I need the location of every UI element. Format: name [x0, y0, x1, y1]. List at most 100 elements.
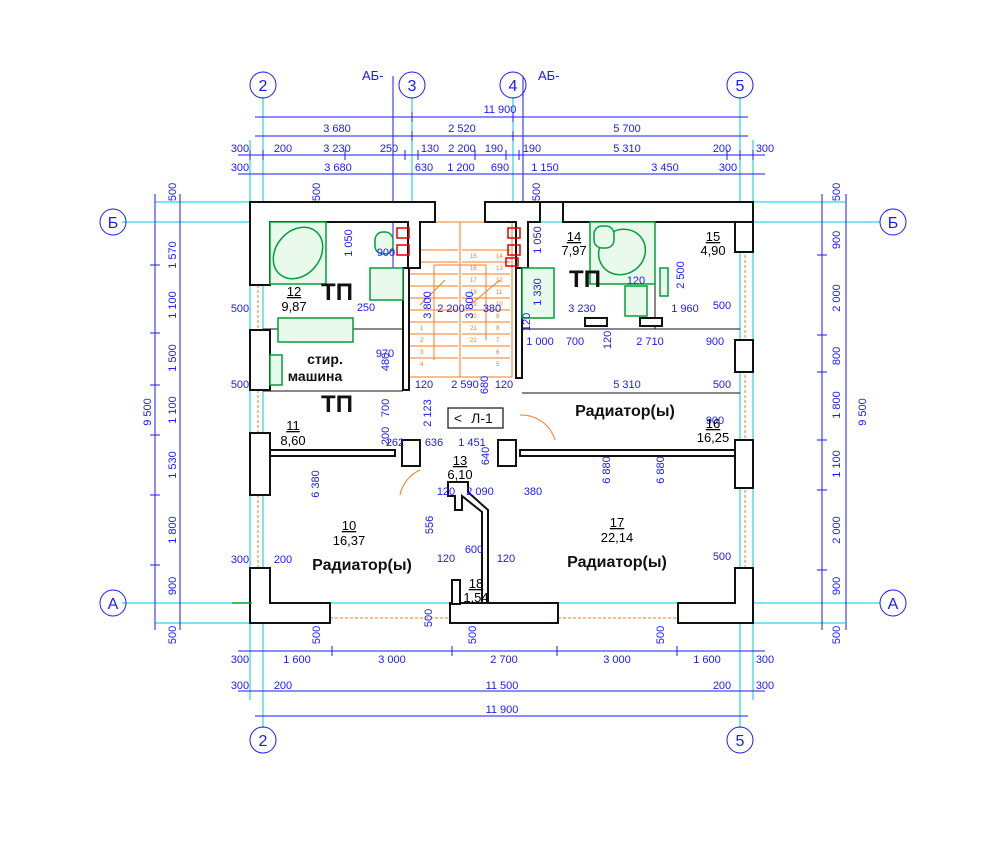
dim-inner-48: 1 451: [458, 437, 486, 449]
stair-num-14: 1: [420, 326, 424, 332]
dim-right-7: 2 000: [831, 516, 843, 544]
dim-bottom-row1-3: 3 000: [378, 654, 406, 666]
staircase: 14 13 12 11 10 9 8 7 6 5 4 3 2 1 15 16 1…: [407, 221, 513, 378]
dim-bottom-row1-6: 1 600: [693, 654, 721, 666]
dim-top-row3-1: 300: [231, 143, 249, 155]
shower-left: [369, 267, 404, 301]
dim-inner-52: 6 880: [655, 456, 667, 484]
dim-bottom-row2-4: 200: [713, 680, 731, 692]
axis-label-left-b: Б: [108, 215, 119, 232]
dim-top-row4-3: 630: [415, 162, 433, 174]
dim-inner-9: 500: [655, 626, 667, 644]
top-dimensions: 11 900 3 680 2 520 5 700 300 200 3 230 2…: [231, 104, 774, 174]
dim-inner-8: 500: [467, 626, 479, 644]
wall-partition-v-1: [402, 267, 410, 391]
dim-inner-49: 640: [480, 447, 492, 465]
dim-top-row4-4: 1 200: [447, 162, 475, 174]
dim-left-1: 500: [167, 183, 179, 201]
dim-inner-33: 700: [566, 336, 584, 348]
sink-bath-right: [624, 285, 648, 317]
dim-inner-21: 3 800: [422, 291, 434, 319]
dim-inner-30: 120: [627, 275, 645, 287]
dim-bottom-row1-1: 300: [231, 654, 249, 666]
room-14-number: 14: [567, 229, 581, 244]
dim-top-row4-6: 1 150: [531, 162, 559, 174]
dim-inner-45: 200: [380, 427, 392, 445]
dim-inner-34: 120: [602, 331, 614, 349]
dimension-lines: [150, 76, 847, 717]
wall-bottom-left: [249, 567, 331, 624]
dim-bottom-total: 11 900: [486, 704, 519, 716]
dim-right-3: 2 000: [831, 284, 843, 312]
stair-num-7: 8: [496, 326, 500, 332]
wall-bottom-center: [449, 602, 559, 624]
shower-right: [521, 267, 555, 319]
dim-inner-4: 300: [231, 554, 249, 566]
room-10-number: 10: [342, 518, 356, 533]
stair-num-5: 10: [496, 302, 503, 308]
dim-inner-14: 500: [713, 379, 731, 391]
section-mark-right: АБ-: [538, 68, 560, 83]
dim-inner-7: 500: [423, 609, 435, 627]
axis-label-bottom-5: 5: [736, 733, 745, 750]
stair-num-4: 11: [496, 290, 503, 296]
stair-num-17: 17: [470, 278, 477, 284]
stair-num-2: 13: [496, 266, 503, 272]
dim-left-2: 1 570: [167, 241, 179, 269]
room-14-area: 7,97: [561, 243, 586, 258]
stair-num-15: 15: [470, 254, 477, 260]
dim-inner-40: 680: [479, 376, 491, 394]
stair-num-9: 6: [496, 350, 500, 356]
fixtures: [232, 221, 669, 604]
wall-bottom-right: [677, 567, 754, 624]
dim-right-8: 900: [831, 577, 843, 595]
dim-top-row3-8: 190: [523, 143, 541, 155]
dim-inner-50: 6 380: [310, 470, 322, 498]
room-11-area: 8,60: [280, 433, 305, 448]
dim-inner-55: 380: [524, 486, 542, 498]
right-dimensions: 500 900 2 000 800 1 800 1 100 2 000 900 …: [831, 183, 869, 644]
wall-vestibule: [447, 481, 489, 604]
dim-top-row2-3: 5 700: [613, 123, 641, 135]
stair-num-18: 18: [470, 290, 477, 296]
dim-bottom-row2-1: 300: [231, 680, 249, 692]
wall-partition-v-6: [497, 439, 517, 467]
dim-inner-46: 262: [386, 437, 404, 449]
section-mark-left: АБ-: [362, 68, 384, 83]
dim-top-row3-4: 250: [380, 143, 398, 155]
room-16-area: 16,25: [697, 430, 730, 445]
dim-top-total: 11 900: [484, 104, 517, 116]
dim-left-7: 1 800: [167, 516, 179, 544]
stair-mark-l1: Л-1: [471, 410, 493, 426]
dim-bottom-row1-5: 3 000: [603, 654, 631, 666]
axis-label-bottom-2: 2: [259, 733, 268, 750]
label-tp-room-11: ТП: [321, 391, 353, 418]
room-11-number: 11: [286, 418, 300, 433]
stair-num-22: 22: [470, 338, 477, 344]
dim-inner-3: 500: [231, 379, 249, 391]
dim-inner-27: 1 330: [532, 278, 544, 306]
dim-left-9: 500: [167, 626, 179, 644]
room-15-area: 4,90: [700, 243, 725, 258]
dim-top-row3-5: 130: [421, 143, 439, 155]
sink-double-left: [277, 317, 354, 343]
label-tp-room-14: ТП: [569, 266, 601, 293]
dim-inner-38: 120: [415, 379, 433, 391]
room-tags: 12 9,87 11 8,60 10 16,37 13 6,10 14 7,97…: [280, 229, 729, 605]
interior-dimensions: 500 500 500 300 200 500 500 500 500 500 …: [231, 183, 731, 644]
wall-partition-v-5: [401, 439, 421, 467]
wall-partition-h-left: [269, 449, 396, 457]
dim-top-row4-7: 3 450: [651, 162, 679, 174]
dim-top-row3-7: 190: [485, 143, 503, 155]
dim-left-5: 1 100: [167, 396, 179, 424]
risers: [396, 227, 521, 267]
room-18-number: 18: [469, 576, 483, 591]
dim-top-row3-6: 2 200: [448, 143, 476, 155]
dim-top-row3-9: 5 310: [613, 143, 641, 155]
dim-bottom-row1-2: 1 600: [283, 654, 311, 666]
axis-label-top-5: 5: [736, 78, 745, 95]
label-washer-line1: стир.: [307, 351, 343, 367]
dim-right-2: 900: [831, 231, 843, 249]
stair-num-13: 2: [420, 338, 424, 344]
room-18-area: 1,54: [463, 590, 488, 605]
